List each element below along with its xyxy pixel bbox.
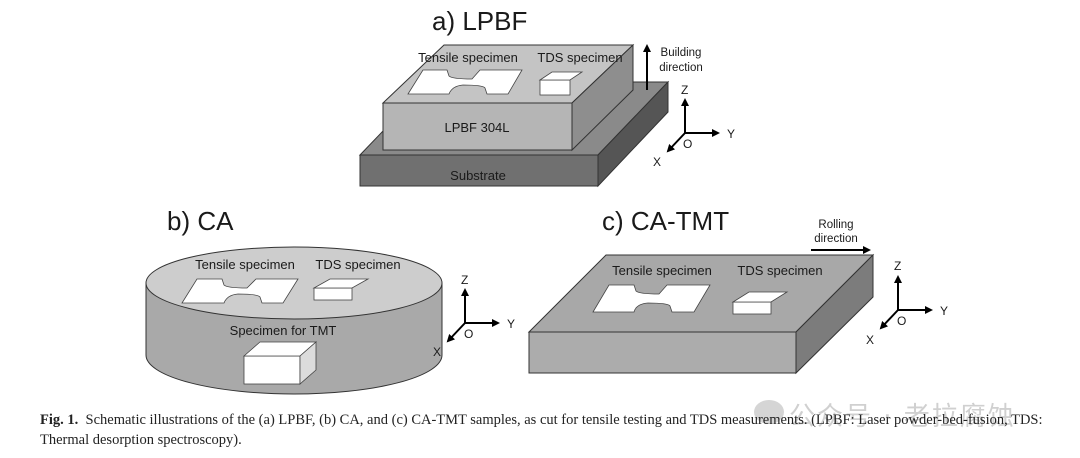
figure-caption: Fig. 1. Schematic illustrations of the (… (40, 410, 1070, 450)
building-direction-label-1: Building (661, 47, 702, 59)
tmt-specimen-front (243, 355, 301, 385)
tensile-label-b: Tensile specimen (195, 257, 295, 272)
axis-o-b: O (464, 327, 473, 341)
panel-a-title: a) LPBF (432, 6, 527, 36)
lpbf-front (382, 102, 573, 151)
axes-a: Z Y X O (653, 83, 735, 169)
axis-z-a: Z (681, 83, 688, 97)
panel-c-title: c) CA-TMT (602, 206, 729, 236)
tds-specimen-a (539, 79, 571, 96)
caption-text: Schematic illustrations of the (a) LPBF,… (40, 412, 1043, 448)
tensile-label-a: Tensile specimen (418, 50, 518, 65)
substrate-label: Substrate (450, 168, 506, 183)
lpbf-body-label: LPBF 304L (444, 120, 509, 135)
tds-label-c: TDS specimen (737, 263, 822, 278)
tds-label-b: TDS specimen (315, 257, 400, 272)
tds-label-a: TDS specimen (537, 50, 622, 65)
axis-x-a: X (653, 155, 661, 169)
axis-o-c: O (897, 314, 906, 328)
tmt-label-b: Specimen for TMT (230, 323, 337, 338)
tds-specimen-b (313, 287, 353, 301)
axis-y-b: Y (507, 317, 515, 331)
axis-y-a: Y (727, 127, 735, 141)
rolling-direction-label-2: direction (814, 233, 857, 245)
axis-x-b: X (433, 345, 441, 359)
substrate-front (359, 154, 599, 187)
axis-y-c: Y (940, 304, 948, 318)
panel-a: a) LPBF Substrate LPBF 304L Tensile spec… (358, 6, 735, 188)
tds-specimen-c-top (731, 291, 789, 303)
panel-b: b) CA Tensile specimen TDS specimen Spec… (145, 206, 515, 395)
tensile-specimen-c (592, 284, 711, 313)
rolling-direction-label-1: Rolling (818, 219, 853, 231)
axes-b: Z Y X O (433, 273, 515, 359)
tmt-specimen-side (299, 341, 317, 385)
axis-x-c: X (866, 333, 874, 347)
wechat-icon (754, 400, 784, 424)
watermark-text: 公众号 · 老拉腐蚀 (789, 402, 1016, 432)
watermark: 公众号 · 老拉腐蚀 (755, 396, 1016, 433)
tensile-specimen-a (407, 69, 523, 95)
axis-z-b: Z (461, 273, 468, 287)
tds-specimen-a-top (538, 71, 584, 81)
panel-b-title: b) CA (167, 206, 234, 236)
axis-z-c: Z (894, 259, 901, 273)
axis-o-a: O (683, 137, 692, 151)
building-direction-label-2: direction (659, 62, 702, 74)
panel-c: c) CA-TMT Tensile specimen TDS specimen … (527, 206, 948, 375)
tds-specimen-c (732, 301, 772, 315)
plate-front (528, 331, 797, 374)
tensile-specimen-b (181, 278, 299, 304)
tensile-label-c: Tensile specimen (612, 263, 712, 278)
caption-fig-label: Fig. 1. (40, 412, 79, 428)
tds-specimen-b-top (312, 278, 370, 289)
axes-c: Z Y X O (866, 259, 948, 347)
